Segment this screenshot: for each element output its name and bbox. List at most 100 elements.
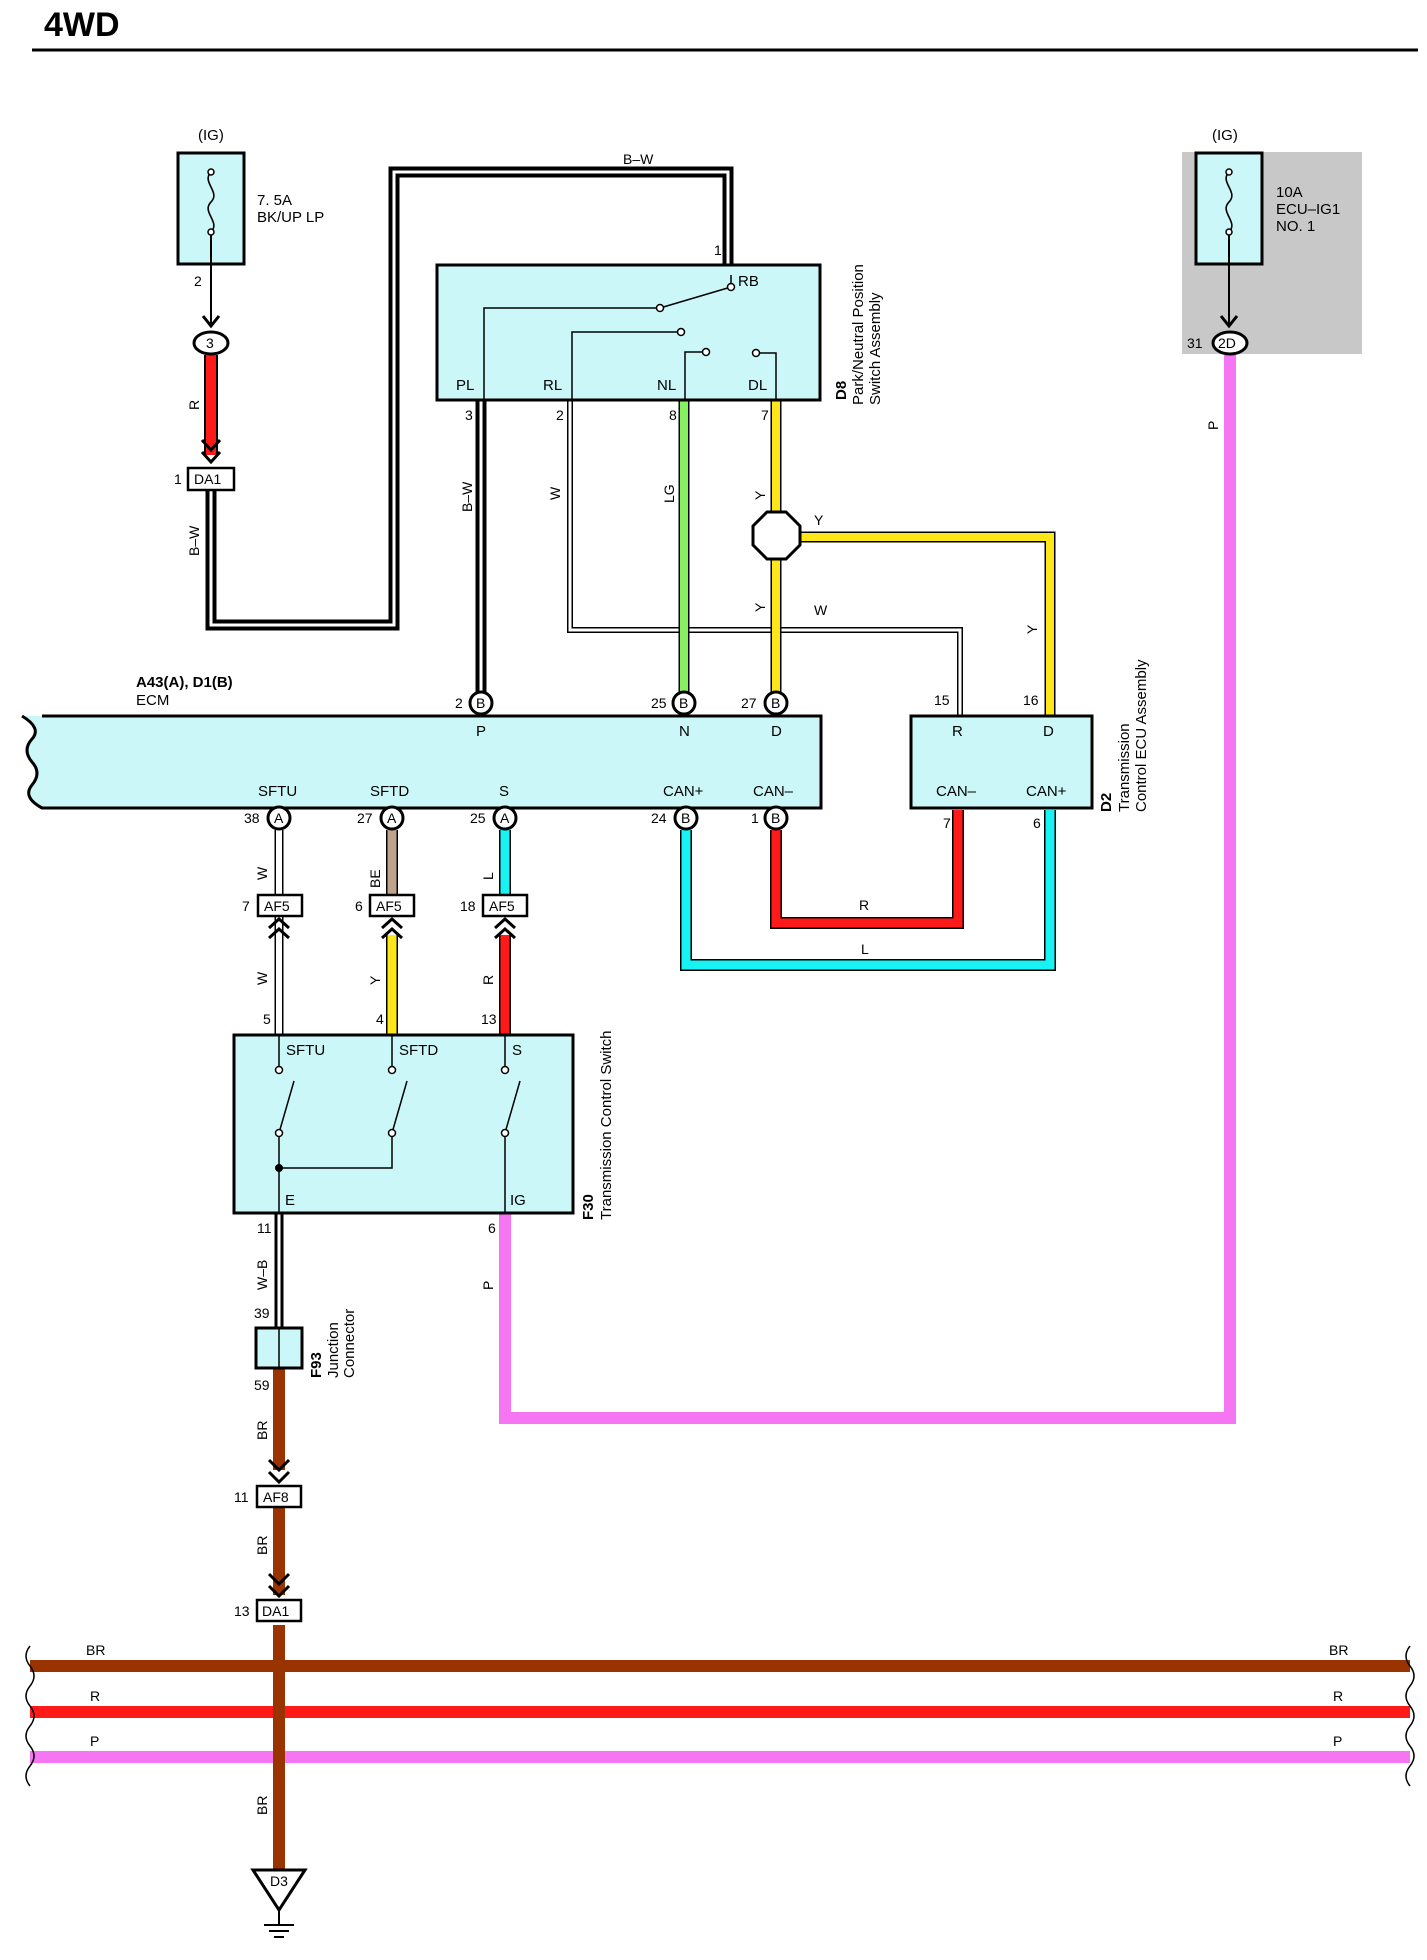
d2-pin-canp: 6 [1033,815,1041,831]
label-br-ground: BR [254,1796,270,1815]
label-bus-br-left: BR [86,1642,105,1658]
svg-text:B: B [771,695,780,711]
label-bw-da1: B–W [186,525,202,556]
ground-d3: D3 [250,1868,308,1938]
ecm-pin-d: 27 [741,695,757,711]
svg-text:B: B [681,810,690,826]
ecm-terminal-canp: CAN+ [663,783,704,800]
d2-name-2: Control ECU Assembly [1133,659,1150,812]
f93-name-1: Junction [325,1322,342,1378]
fuse-right-symbol [1225,171,1233,233]
d2-terminal-d: D [1043,723,1054,740]
d8-pin-rl: 2 [556,407,564,423]
d8-park-neutral-switch: RB PL RL NL DL 1 3 2 8 7 D8 Park/Neutral… [435,242,884,423]
ecm-top-connectors: B B B [468,690,789,716]
f30-code: F30 [580,1194,597,1220]
f93-junction-connector: 39 59 F93 Junction Connector [254,1305,358,1393]
label-w-horizontal: W [814,602,828,618]
f30-terminal-sftu: SFTU [286,1042,325,1059]
f93-code: F93 [308,1352,325,1378]
svg-text:B: B [771,810,780,826]
ecm-box [21,714,823,810]
f93-pin-top: 39 [254,1305,270,1321]
ecm-bottom-connectors: A A A B B [266,805,789,831]
svg-text:B: B [679,695,688,711]
svg-text:A: A [274,810,284,826]
fuse-left-symbol [207,171,215,233]
label-y-dl: Y [752,490,768,500]
d8-terminal-dl: DL [748,377,767,394]
label-bus-br-right: BR [1329,1642,1348,1658]
f30-pin-sftd: 4 [376,1011,384,1027]
ecm-terminal-sftd: SFTD [370,783,409,800]
da1-top-label: DA1 [194,471,221,487]
d8-terminal-rb: RB [738,273,759,290]
label-y-sftd: Y [367,975,383,985]
d2-transmission-ecu: R D CAN– CAN+ 15 16 7 6 D2 Transmission … [909,659,1150,831]
d8-name-1: Park/Neutral Position [850,264,867,405]
label-p-right: P [1205,421,1221,430]
ecm-terminal-p: P [476,723,486,740]
ecm-pin-canm: 1 [751,810,759,826]
label-y-tcu: Y [1024,624,1040,634]
af5-3-pin: 18 [460,898,476,914]
wire-bw-da1-rb [205,166,734,631]
ecm-terminal-s: S [499,783,509,800]
ecm-pin-sftu: 38 [244,810,260,826]
label-wb: W–B [254,1260,270,1290]
fuse-right-name-1: ECU–IG1 [1276,201,1340,218]
label-bus-p-left: P [90,1733,99,1749]
f30-terminal-ig: IG [510,1192,526,1209]
f30-name: Transmission Control Switch [598,1031,615,1221]
label-y-lower: Y [752,602,768,612]
d8-pin-nl: 8 [669,407,677,423]
f93-pin-bottom: 59 [254,1377,270,1393]
label-r-can: R [859,897,869,913]
ecm-terminal-d: D [771,723,782,740]
ecm-pin-canp: 24 [651,810,667,826]
label-be: BE [367,869,383,888]
d2-terminal-r: R [952,723,963,740]
f30-pin-sftu: 5 [263,1011,271,1027]
wire-l-can-plus [680,810,1056,971]
label-p-ig: P [480,1281,496,1290]
d8-pin-dl: 7 [761,407,769,423]
splice-point [751,510,802,561]
svg-text:AF5: AF5 [376,898,402,914]
wire-labels: R B–W B–W B–W W LG Y Y Y W Y P W BE L W … [86,151,1348,1815]
f93-name-2: Connector [341,1309,358,1378]
label-lg: LG [661,484,677,503]
page-title: 4WD [44,6,120,44]
connector-af5-sftu: AF5 7 [242,893,304,940]
ecm-terminal-n: N [679,723,690,740]
ecm-terminal-canm: CAN– [753,783,794,800]
label-br-af8: BR [254,1536,270,1555]
label-bw-top: B–W [623,151,654,167]
svg-text:DA1: DA1 [262,1603,289,1619]
connector-da1-top: DA1 1 [174,438,236,492]
fuse-left-connector [192,330,230,356]
svg-text:AF5: AF5 [264,898,290,914]
ground-label: D3 [270,1873,288,1889]
ecm-code: A43(A), D1(B) [136,674,233,691]
label-bus-r-left: R [90,1688,100,1704]
svg-text:2D: 2D [1218,335,1236,351]
fuse-left-pin: 2 [194,273,202,289]
d8-code: D8 [833,381,850,400]
f30-pin-e: 11 [257,1220,272,1236]
wires [30,166,1410,1870]
ecm: A43(A), D1(B) ECM P N D SFTU SFTD S CAN+… [21,674,823,831]
label-y-splice: Y [814,512,824,528]
ecm-pin-s: 25 [470,810,486,826]
f30-terminal-s: S [512,1042,522,1059]
bus-lines [30,1640,1410,1790]
label-bus-r-right: R [1333,1688,1343,1704]
d8-name-2: Switch Assembly [867,292,884,405]
d2-terminal-canp: CAN+ [1026,783,1067,800]
svg-text:AF5: AF5 [489,898,515,914]
d8-terminal-pl: PL [456,377,474,394]
af5-2-pin: 6 [355,898,363,914]
ecm-pin-n: 25 [651,695,667,711]
af5-1-pin: 7 [242,898,250,914]
